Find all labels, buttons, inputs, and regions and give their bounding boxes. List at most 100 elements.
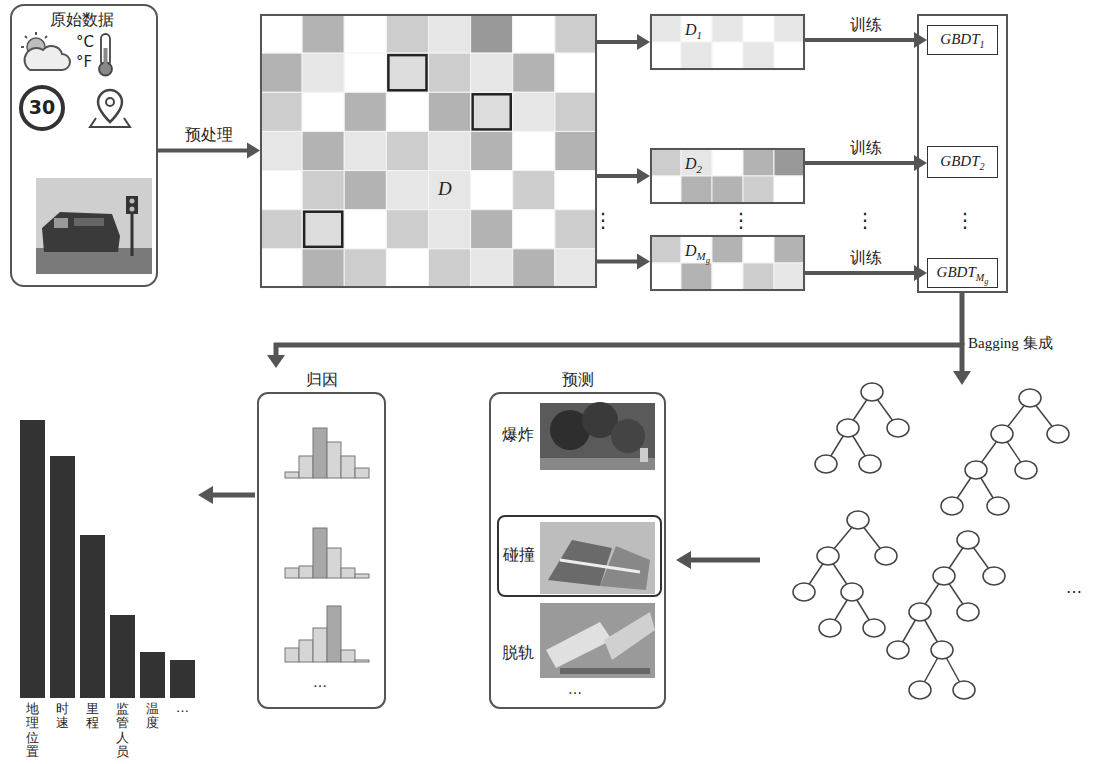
class-label: 脱轨 [502, 643, 534, 662]
matrix-cell [344, 249, 386, 288]
subscript: g [984, 277, 988, 286]
arrow-connector [597, 34, 650, 50]
tree-node [965, 461, 987, 479]
arrow-connector [805, 265, 927, 281]
matrix-symbol: D [438, 178, 452, 201]
bagging-arrow [267, 292, 971, 385]
selected-class-box: 碰撞 [497, 515, 662, 597]
matrix-cell [471, 14, 513, 53]
arrowhead [637, 34, 650, 50]
tree-node [863, 619, 885, 637]
speed-sign [21, 87, 63, 129]
tree-node [815, 455, 837, 473]
matrix-cell [555, 53, 597, 92]
math-label: DMg [685, 241, 710, 270]
data-matrix: D [260, 14, 597, 288]
matrix-cell [471, 249, 513, 288]
matrix-cell [513, 249, 555, 288]
subscript: 2 [697, 163, 702, 175]
histogram [285, 428, 369, 478]
matrix-cell [513, 92, 555, 131]
matrix-cell [471, 131, 513, 170]
matrix-cell [302, 53, 344, 92]
matrix-cell [555, 92, 597, 131]
arrow-connector [158, 143, 260, 159]
connector-line [805, 271, 915, 275]
model-box: GBDTMg [927, 258, 998, 288]
edge-label: 训练 [850, 248, 882, 267]
tree-node [933, 567, 955, 585]
feature-name: 温度 [146, 702, 159, 731]
connector-line [597, 40, 638, 44]
connector-line [158, 149, 248, 153]
tree-node [909, 603, 931, 621]
matrix-cell [344, 14, 386, 53]
connector-line [805, 161, 915, 165]
matrix-cell [681, 42, 712, 70]
model-column [918, 15, 1007, 292]
matrix-cell [344, 92, 386, 131]
matrix-cell [712, 42, 743, 70]
tree-node [887, 419, 909, 437]
matrix-cell [386, 14, 428, 53]
flow-arrow [676, 551, 760, 569]
math-label: D2 [685, 154, 702, 179]
matrix-cell [386, 171, 428, 210]
matrix-cell [555, 131, 597, 170]
matrix-cell [712, 14, 743, 42]
math-label: GBDT2 [928, 151, 997, 177]
math-symbol: GBDT [940, 31, 979, 47]
histogram [285, 528, 369, 578]
speed-limit-number: 30 [21, 96, 63, 119]
ellipsis: … [313, 674, 327, 691]
matrix-cell [681, 14, 712, 42]
attribution-frame [258, 393, 385, 708]
matrix-cell [260, 131, 302, 170]
matrix-cell [774, 176, 805, 204]
matrix-cell [712, 148, 743, 176]
matrix-cell [260, 210, 302, 249]
arrowhead [914, 155, 927, 171]
matrix-cell [429, 131, 471, 170]
sampled-cell [388, 55, 426, 90]
matrix-cell [650, 263, 681, 291]
collision-photo [540, 522, 655, 594]
matrix-cell [260, 171, 302, 210]
edge-label: 训练 [850, 138, 882, 157]
math-symbol: D [685, 21, 697, 38]
matrix-cell [260, 14, 302, 53]
matrix-cell [513, 171, 555, 210]
matrix-cell [302, 171, 344, 210]
matrix-cell [429, 210, 471, 249]
edge-label: 训练 [850, 15, 882, 34]
arrow-connector [805, 32, 927, 48]
matrix-cell [386, 210, 428, 249]
feature-name: 时速 [56, 702, 69, 731]
matrix-cell [681, 176, 712, 204]
subscript: g [706, 255, 710, 265]
matrix-cell [471, 171, 513, 210]
subscript: 2 [980, 161, 985, 172]
matrix-cell [650, 42, 681, 70]
matrix-cell [774, 42, 805, 70]
arrowhead [914, 265, 927, 281]
class-label: 碰撞 [503, 545, 535, 564]
tree-node [909, 681, 931, 699]
tree-node [1047, 425, 1069, 443]
tree-node [859, 455, 881, 473]
histogram [285, 606, 369, 662]
attribution-panel: 归因… [258, 368, 385, 708]
matrix-cell [429, 14, 471, 53]
math-symbol: D [685, 155, 697, 172]
tree-node [957, 603, 979, 621]
matrix-cell [471, 53, 513, 92]
train-photo [36, 178, 152, 274]
matrix-cell [555, 249, 597, 288]
matrix-cell [743, 42, 774, 70]
tree-node [817, 547, 839, 565]
matrix-cell [471, 92, 513, 131]
matrix-cell [743, 263, 774, 291]
matrix-cell [302, 14, 344, 53]
thermometer-icon [99, 34, 112, 76]
